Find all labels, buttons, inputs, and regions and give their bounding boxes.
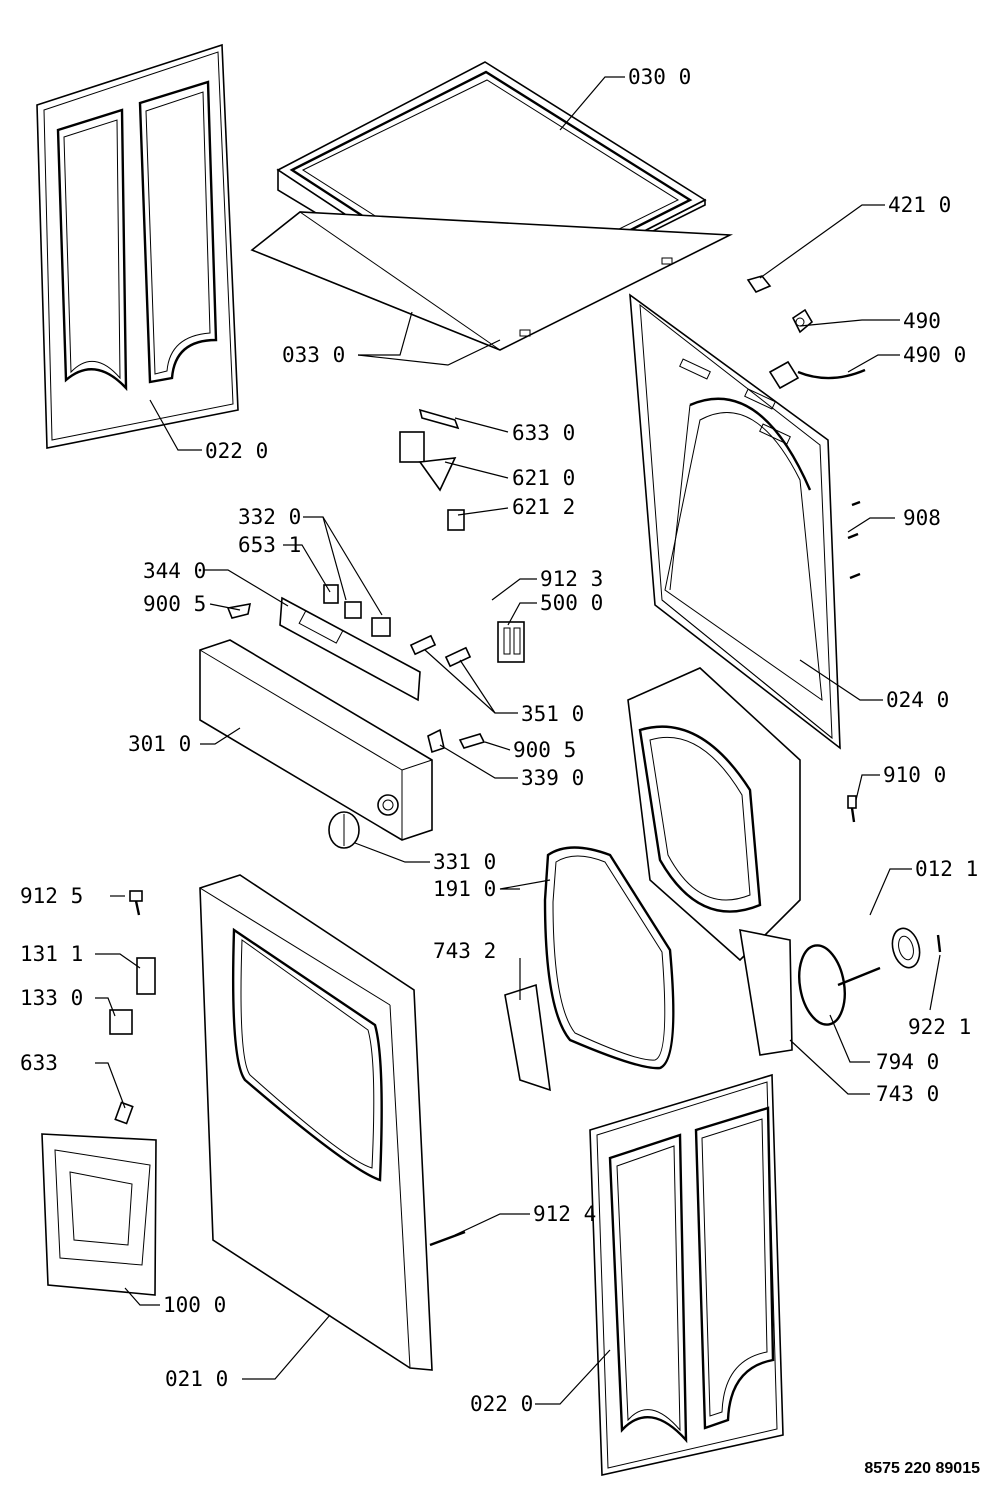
indicator-lamps [323, 584, 391, 637]
callout-351-0: 351 0 [521, 702, 584, 726]
cable-clamp-490 [791, 308, 814, 334]
callout-012-1: 012 1 [915, 857, 978, 881]
callout-743-2: 743 2 [433, 939, 496, 963]
dispenser-drawer [41, 1133, 157, 1296]
leader-lines [95, 76, 941, 1405]
bracket [109, 1009, 133, 1035]
power-cord [768, 360, 866, 390]
callout-344-0: 344 0 [143, 559, 206, 583]
top-base-plate [250, 211, 734, 351]
callout-900-5-right: 900 5 [513, 738, 576, 762]
callout-653-1: 653 1 [238, 533, 301, 557]
door-seal [543, 846, 675, 1070]
rear-panel [629, 293, 841, 750]
callout-421-0: 421 0 [888, 193, 951, 217]
callout-794-0: 794 0 [876, 1050, 939, 1074]
seal-ring [798, 944, 846, 1026]
callout-191-0: 191 0 [433, 877, 496, 901]
callout-033-0: 033 0 [282, 343, 345, 367]
callout-621-0: 621 0 [512, 466, 575, 490]
callout-022-0-right: 022 0 [470, 1392, 533, 1416]
small-parts-upper [399, 408, 465, 531]
callout-633: 633 [20, 1051, 58, 1075]
callout-100-0: 100 0 [163, 1293, 226, 1317]
screws-908 [847, 500, 861, 580]
callout-912-3: 912 3 [540, 567, 603, 591]
pin-633 [114, 1101, 134, 1125]
switch-500 [497, 621, 525, 663]
hinge [136, 957, 156, 995]
callout-024-0: 024 0 [886, 688, 949, 712]
callout-131-1: 131 1 [20, 942, 83, 966]
side-panel-right [589, 1073, 784, 1476]
callout-633-0: 633 0 [512, 421, 575, 445]
screw-910 [847, 795, 857, 823]
side-panel-left [36, 43, 239, 449]
callout-908: 908 [903, 506, 941, 530]
filter-sheet [504, 983, 551, 1092]
callout-621-2: 621 2 [512, 495, 575, 519]
callout-490-0: 490 0 [903, 343, 966, 367]
callout-339-0: 339 0 [521, 766, 584, 790]
callout-331-0: 331 0 [433, 850, 496, 874]
callout-301-0: 301 0 [128, 732, 191, 756]
callout-332-0: 332 0 [238, 505, 301, 529]
callout-022-0-left: 022 0 [205, 439, 268, 463]
callout-500-0: 500 0 [540, 591, 603, 615]
drum-front-frame [627, 667, 801, 1056]
screw-912-4 [429, 1230, 466, 1247]
callout-910-0: 910 0 [883, 763, 946, 787]
callout-912-4: 912 4 [533, 1202, 596, 1226]
screw-912-5 [129, 890, 143, 916]
push-buttons [409, 634, 472, 668]
connector-421 [746, 275, 772, 293]
fan-assembly [837, 927, 921, 987]
program-knob [328, 811, 360, 849]
callout-030-0: 030 0 [628, 65, 691, 89]
clips [226, 603, 486, 749]
callout-labels: 030 0 421 0 490 490 0 033 0 022 0 633 0 … [20, 65, 978, 1416]
part-339 [427, 728, 445, 754]
callout-743-0: 743 0 [876, 1082, 939, 1106]
callout-021-0: 021 0 [165, 1367, 228, 1391]
screw-922 [936, 934, 942, 953]
control-pcb [279, 596, 421, 702]
front-panel [199, 874, 433, 1371]
callout-922-1: 922 1 [908, 1015, 971, 1039]
control-panel [199, 639, 433, 841]
callout-900-5-left: 900 5 [143, 592, 206, 616]
callout-490: 490 [903, 309, 941, 333]
callout-912-5: 912 5 [20, 884, 83, 908]
document-number: 8575 220 89015 [864, 1460, 980, 1477]
callout-133-0: 133 0 [20, 986, 83, 1010]
